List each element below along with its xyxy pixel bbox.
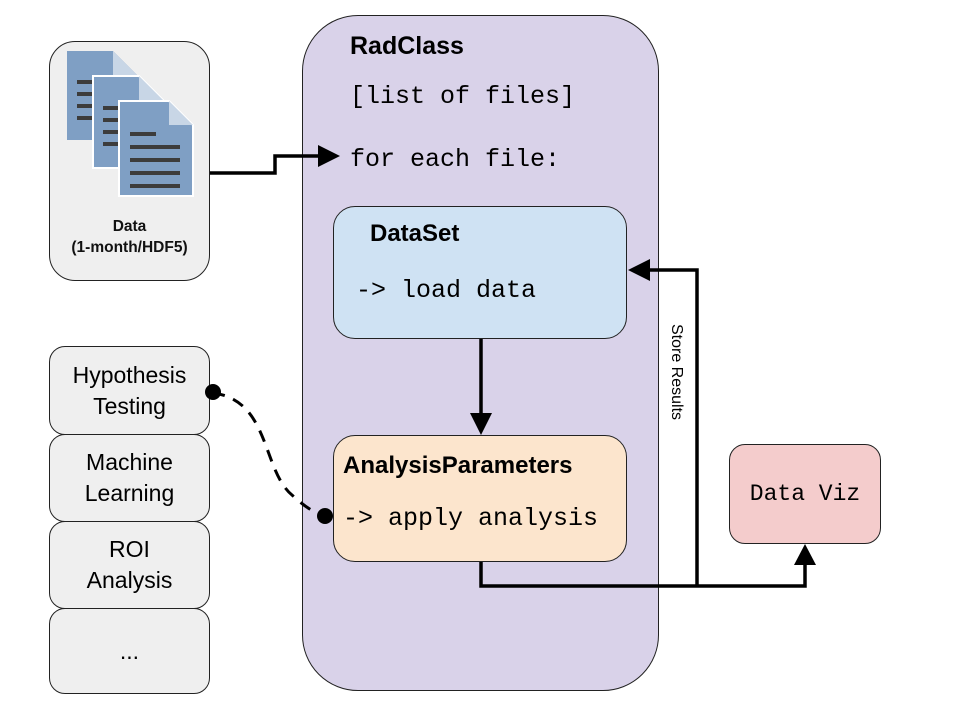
data-source-box: Data (1-month/HDF5) — [49, 41, 210, 281]
radclass-file-list: [list of files] — [350, 82, 576, 111]
store-results-arrowhead — [628, 259, 650, 281]
method-link-end-dot — [317, 508, 333, 524]
document-icon — [118, 100, 194, 197]
analysis-parameters-title: AnalysisParameters — [343, 452, 573, 479]
data-viz-box: Data Viz — [729, 444, 881, 544]
documents-icon — [67, 51, 194, 197]
method-label-line1: Machine — [86, 449, 173, 475]
radclass-loop-statement: for each file: — [350, 145, 561, 174]
dataset-action: -> load data — [356, 276, 537, 305]
data-to-radclass-arrow — [210, 154, 318, 175]
method-link-start-dot — [205, 384, 221, 400]
method-label-line1: Hypothesis — [72, 361, 187, 388]
analysis-output-line — [479, 562, 807, 588]
data-source-label: Data (1-month/HDF5) — [50, 216, 209, 258]
store-results-arrow — [650, 268, 699, 586]
method-label-line1: ... — [119, 637, 140, 664]
method-more: ... — [49, 608, 210, 694]
method-roi-analysis: ROI Analysis — [49, 521, 210, 609]
method-label-line2: Learning — [84, 480, 175, 506]
method-label-line2: Testing — [93, 392, 166, 419]
analysis-parameters-box: AnalysisParameters -> apply analysis — [333, 435, 627, 562]
method-label-line2: Analysis — [86, 567, 173, 593]
data-to-radclass-arrowhead — [318, 145, 340, 167]
data-viz-arrowhead — [794, 544, 816, 565]
dataset-box: DataSet -> load data — [333, 206, 627, 339]
data-source-label-line2: (1-month/HDF5) — [71, 239, 188, 256]
dataset-to-analysis-arrowhead — [470, 413, 492, 435]
method-label-line1: ROI — [109, 536, 150, 562]
method-link-dashed — [212, 391, 326, 518]
dataset-title: DataSet — [370, 220, 460, 247]
radclass-title: RadClass — [350, 32, 464, 60]
data-source-label-line1: Data — [112, 218, 147, 235]
data-viz-label: Data Viz — [749, 481, 861, 507]
store-results-label: Store Results — [668, 323, 685, 421]
analysis-parameters-action: -> apply analysis — [343, 504, 599, 533]
